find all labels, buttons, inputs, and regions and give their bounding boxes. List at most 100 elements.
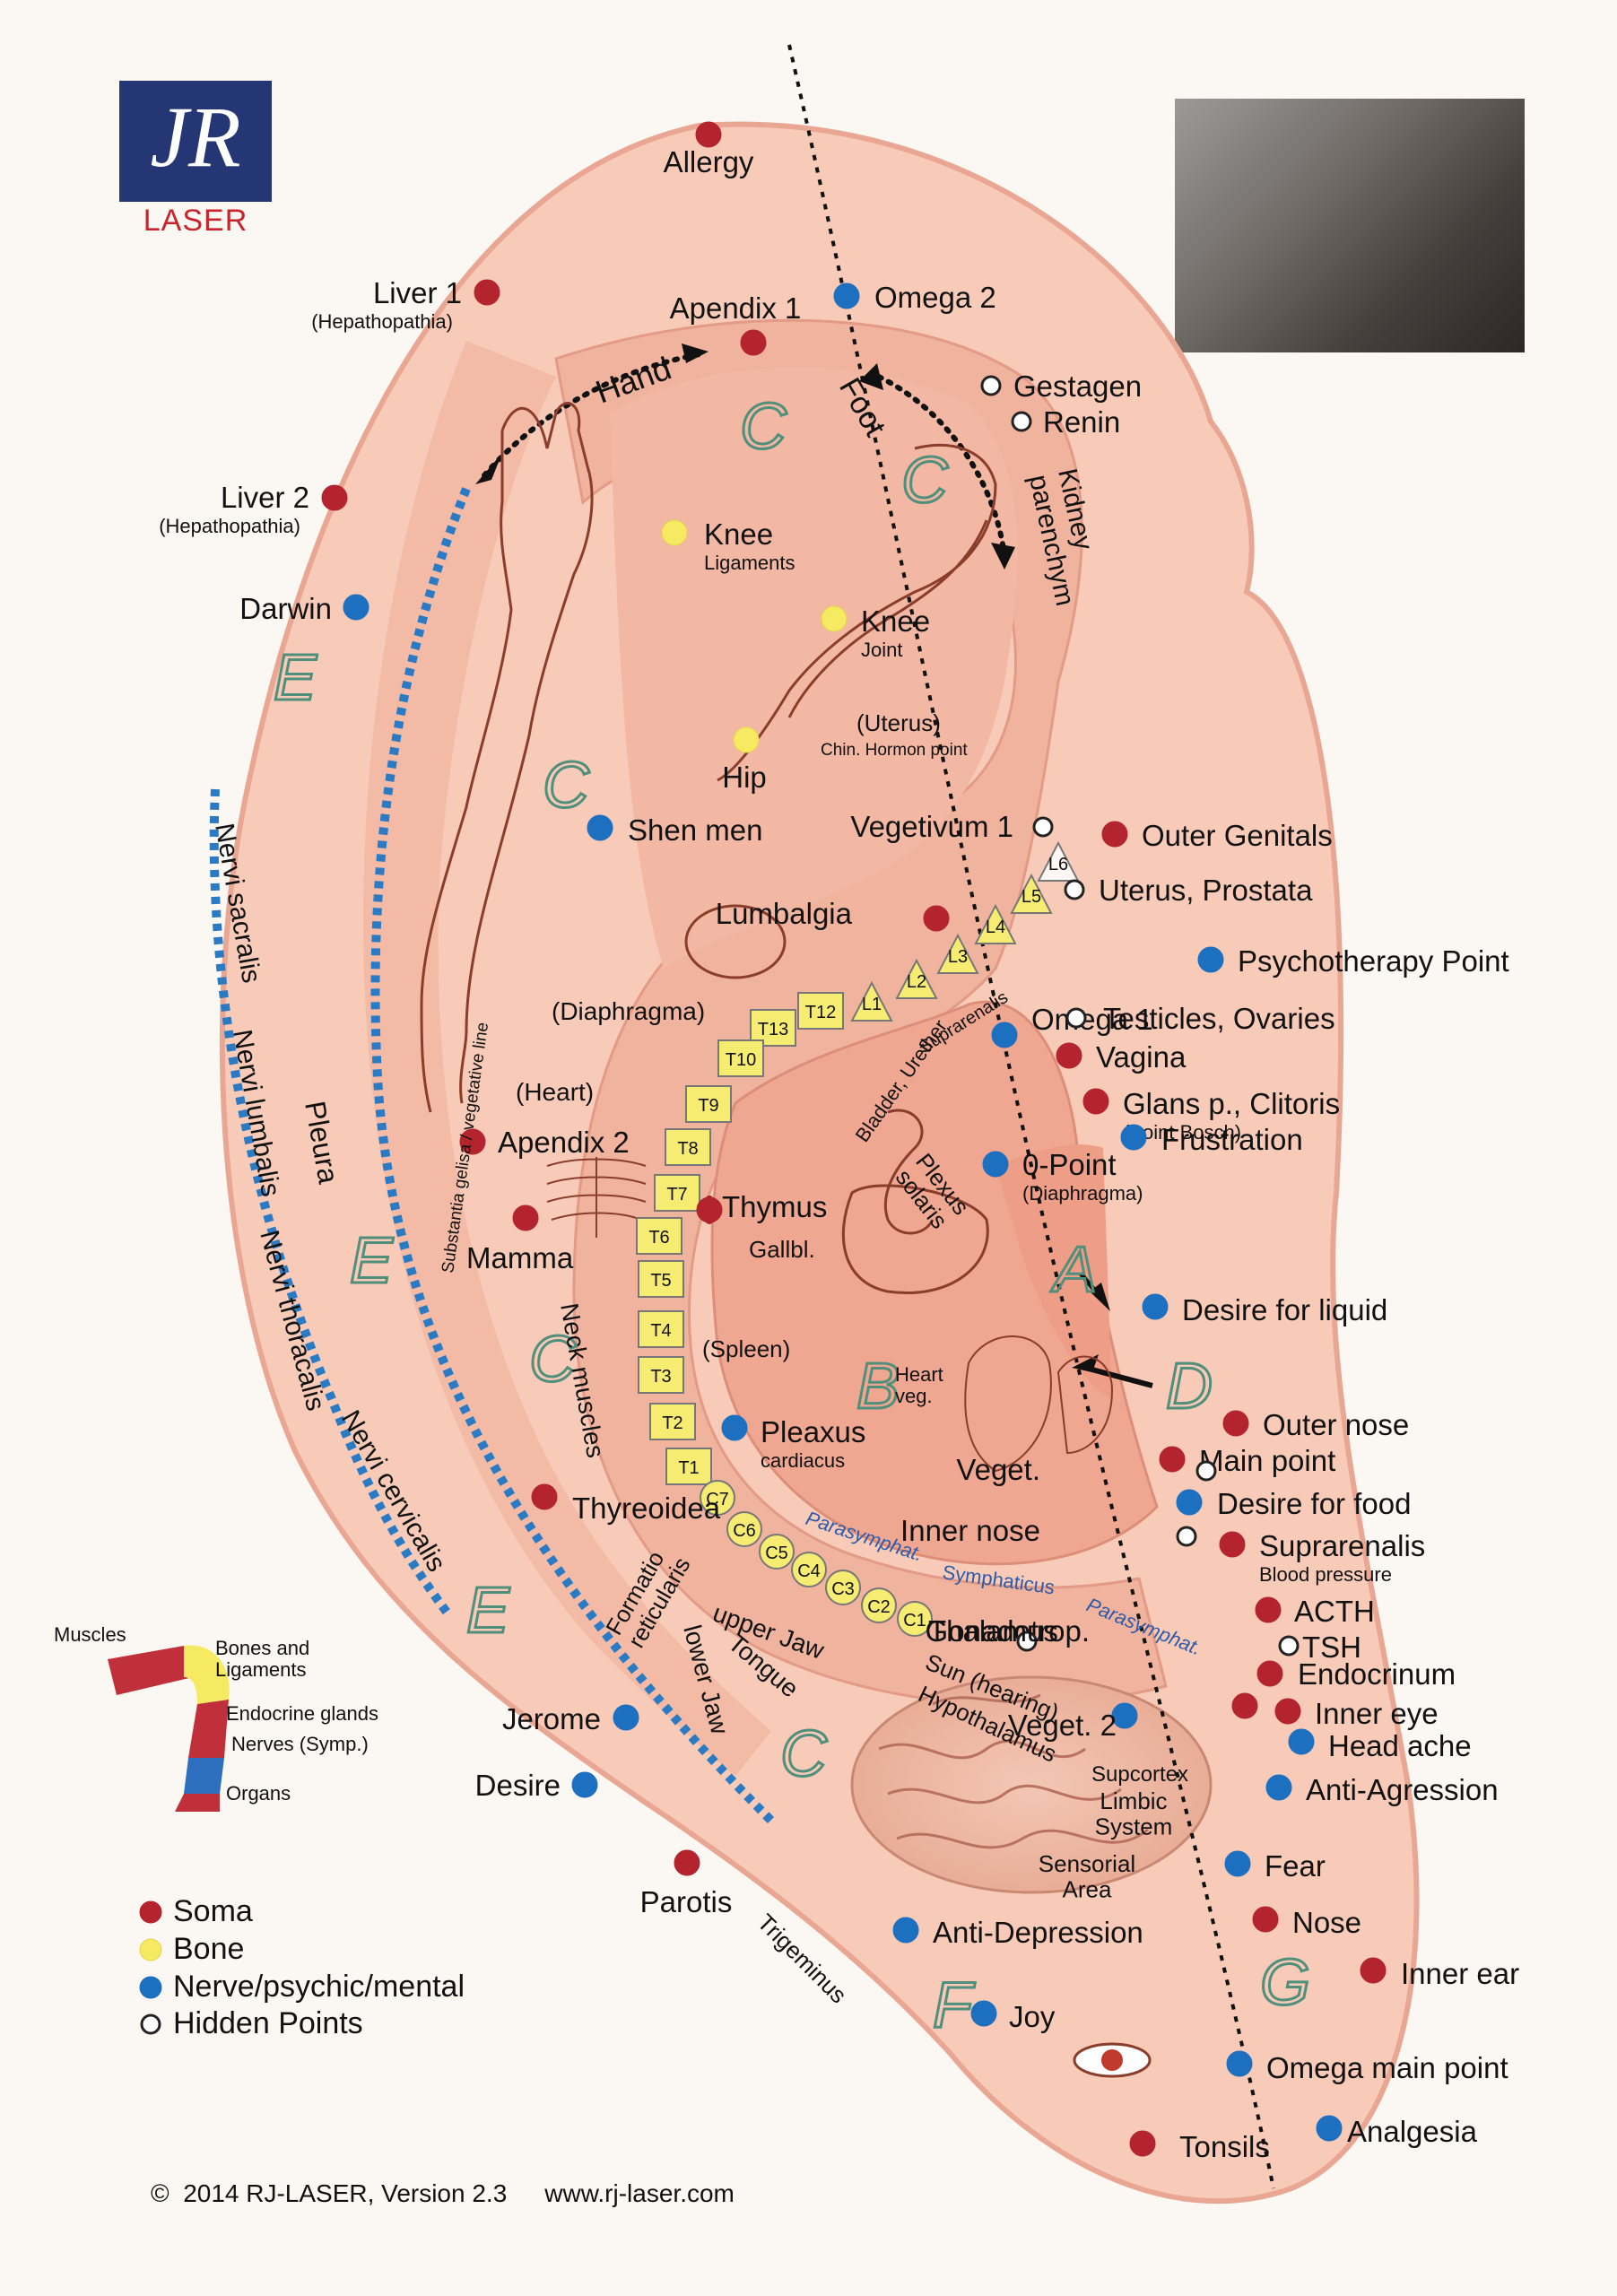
soma-point-marker[interactable] [474,279,500,306]
bone-point-marker[interactable] [661,519,688,546]
nerve-point-marker[interactable] [343,594,369,621]
acupoint[interactable]: Shen men [587,813,762,847]
acupoint[interactable]: Mamma [466,1205,574,1274]
acupoint[interactable]: TSH [1278,1631,1361,1664]
hidden-point-marker[interactable] [1011,411,1032,432]
soma-point-marker[interactable] [531,1483,558,1510]
acupoint[interactable]: ACTH [1255,1595,1375,1628]
acupoint[interactable]: Desire [475,1769,598,1802]
acupoint[interactable]: 0-Point(Diaphragma) [982,1148,1143,1205]
acupoint[interactable]: Anti-Agression [1265,1773,1499,1806]
nerve-point-marker[interactable] [833,283,860,309]
soma-point-marker[interactable] [1231,1692,1258,1719]
acupoint[interactable]: Desire for food [1176,1487,1411,1520]
soma-point-marker[interactable] [674,1849,700,1876]
acupoint[interactable]: Desire for liquid [1142,1293,1387,1326]
acupoint[interactable]: Thymus [696,1190,827,1223]
hidden-point-marker[interactable] [1032,816,1054,838]
acupoint[interactable]: Hip [722,726,767,794]
hidden-point-marker[interactable] [1176,1526,1197,1547]
soma-point-marker[interactable] [1082,1088,1109,1115]
acupoint[interactable]: Omega main point [1226,2050,1508,2084]
soma-point-marker[interactable] [1252,1906,1279,1933]
soma-point-marker[interactable] [923,905,950,932]
acupoint[interactable]: Apendix 1 [670,291,802,356]
hidden-point-marker[interactable] [980,375,1002,396]
nerve-point-marker[interactable] [1316,2115,1343,2142]
acupoint[interactable]: Thyreoidea [531,1483,721,1525]
nerve-point-marker[interactable] [1120,1124,1147,1151]
nerve-point-marker[interactable] [970,2000,997,2027]
acupoint[interactable]: Inner ear [1360,1957,1519,1990]
soma-point-marker[interactable] [139,1900,162,1924]
nerve-point-marker[interactable] [1265,1774,1292,1801]
acupoint[interactable]: Main point [1159,1444,1335,1477]
acupoint[interactable]: Outer Genitals [1101,819,1333,852]
acupoint[interactable]: Tonsils [1129,2130,1270,2163]
nerve-point-marker[interactable] [571,1771,598,1798]
soma-point-marker[interactable] [459,1128,486,1155]
soma-point-marker[interactable] [1274,1698,1301,1725]
soma-point-marker[interactable] [512,1205,539,1231]
nerve-point-marker[interactable] [139,1976,162,1999]
nerve-point-marker[interactable] [587,814,613,841]
soma-point-marker[interactable] [1222,1410,1249,1437]
acupoint[interactable]: Uterus, Prostata [1064,874,1313,907]
hidden-point-marker[interactable] [1278,1635,1300,1657]
acupoint[interactable]: Inner eye [1274,1697,1439,1730]
acupoint[interactable]: Analgesia [1316,2115,1478,2148]
hidden-point-marker[interactable] [140,2013,161,2035]
nerve-point-marker[interactable] [721,1414,748,1441]
nerve-point-marker[interactable] [1142,1293,1169,1320]
soma-point-marker[interactable] [696,1196,723,1223]
acupoint[interactable]: Lumbalgia [716,897,950,932]
acupoint[interactable]: Testicles, Ovaries [1065,1002,1335,1035]
soma-point-marker[interactable] [1360,1957,1387,1984]
acupoint[interactable]: Head ache [1288,1728,1472,1762]
nerve-point-marker[interactable] [1226,2050,1253,2077]
acupoint[interactable]: Joy [970,2000,1056,2033]
acupoint[interactable]: Gestagen [980,370,1142,403]
hidden-point-marker[interactable] [1064,879,1085,900]
acupoint[interactable]: Inner nose [900,1514,1197,1547]
acupoint[interactable]: Veget. 2 [1008,1702,1138,1742]
acupoint[interactable]: Thalamus [928,1614,1058,1652]
nerve-point-marker[interactable] [892,1917,919,1944]
nerve-point-marker[interactable] [991,1022,1018,1048]
acupoint[interactable]: Liver 2(Hepathopathia) [159,481,348,537]
soma-point-marker[interactable] [1159,1446,1186,1473]
acupoint[interactable]: Vagina [1056,1040,1187,1074]
nerve-point-marker[interactable] [1176,1489,1203,1516]
acupoint[interactable]: Parotis [640,1849,733,1918]
soma-point-marker[interactable] [1256,1660,1283,1687]
nerve-point-marker[interactable] [1224,1850,1251,1877]
acupoint[interactable]: Liver 1(Hepathopathia) [311,276,500,333]
soma-point-marker[interactable] [1129,2130,1156,2157]
soma-point-marker[interactable] [321,484,348,511]
acupoint[interactable]: Anti-Depression [892,1916,1143,1949]
acupoint[interactable]: Vegetivum 1 [850,810,1054,843]
hidden-point-marker[interactable] [1065,1007,1087,1029]
nerve-point-marker[interactable] [1197,946,1224,973]
acupoint[interactable]: Omega 2 [833,281,996,314]
soma-point-marker[interactable] [695,121,722,148]
acupoint[interactable]: Glans p., Clitoris(Point Bosch) [1082,1087,1340,1144]
website-link[interactable]: www.rj-laser.com [544,2179,735,2207]
acupoint[interactable]: Darwin [239,592,369,625]
acupoint[interactable]: Frustration [1120,1123,1303,1156]
nerve-point-marker[interactable] [1288,1728,1315,1755]
acupoint[interactable]: Veget. [956,1453,1217,1486]
soma-point-marker[interactable] [1056,1042,1082,1069]
acupoint[interactable]: Nose [1252,1906,1361,1939]
acupoint[interactable]: Endocrinum [1256,1657,1456,1691]
acupoint[interactable]: Allergy [664,121,754,178]
hidden-point-marker[interactable] [1195,1460,1217,1482]
acupoint[interactable]: Renin [1011,405,1120,439]
soma-point-marker[interactable] [1219,1531,1246,1558]
acupoint[interactable]: Fear [1224,1849,1326,1883]
bone-point-marker[interactable] [821,605,848,632]
